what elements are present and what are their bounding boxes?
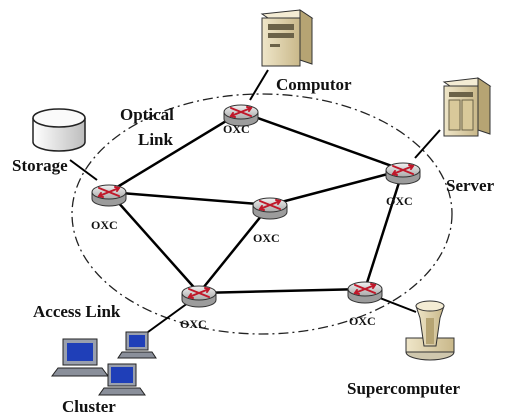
oxc-right-label: OXC — [386, 194, 413, 208]
server-icon — [442, 77, 492, 137]
oxc-bottom-left-router-icon — [181, 285, 217, 308]
optical-link-oxc-top-to-oxc-left — [108, 110, 242, 194]
cluster-monitor-3-icon — [98, 363, 146, 396]
optical-link-label-line1: Optical — [120, 105, 174, 124]
access-link-supercomputer — [379, 297, 417, 313]
oxc-right-router-icon — [385, 162, 421, 185]
oxc-center-router-icon — [252, 197, 288, 220]
access-link-computor — [249, 69, 269, 101]
cluster-monitor-2-icon — [117, 331, 157, 359]
oxc-bottom-right-router-icon — [347, 281, 383, 304]
optical-link-oxc-top-to-oxc-right — [240, 110, 404, 172]
optical-link-oxc-center-to-oxc-bottom-left — [198, 204, 271, 294]
optical-link-label-line2: Link — [138, 130, 174, 149]
oxc-bottom-left-label: OXC — [180, 317, 207, 331]
access-link-server — [414, 129, 441, 159]
oxc-top-label: OXC — [223, 122, 250, 136]
oxc-left-label: OXC — [91, 218, 118, 232]
oxc-routers — [91, 104, 421, 308]
storage-label: Storage — [12, 156, 68, 175]
optical-link-oxc-left-to-oxc-center — [108, 190, 271, 207]
optical-link-oxc-left-to-oxc-bottom-left — [108, 191, 200, 294]
supercomputer-label: Supercomputer — [347, 379, 460, 398]
server-label: Server — [446, 176, 495, 195]
oxc-bottom-right-label: OXC — [349, 314, 376, 328]
computor-label: Computor — [276, 75, 352, 94]
oxc-labels: OXC OXC OXC OXC OXC OXC — [91, 122, 413, 331]
supercomputer-icon — [405, 300, 455, 361]
optical-link-oxc-right-to-oxc-bottom-right — [363, 169, 405, 290]
oxc-top-router-icon — [223, 104, 259, 127]
optical-link-oxc-bottom-left-to-oxc-bottom-right — [198, 287, 366, 295]
storage-icon — [32, 108, 86, 152]
oxc-left-router-icon — [91, 184, 127, 207]
optical-links — [108, 110, 405, 295]
cluster-monitor-1-icon — [51, 338, 109, 377]
access-link-cluster — [147, 299, 193, 333]
optical-link-oxc-center-to-oxc-right — [269, 168, 404, 207]
cluster-label: Cluster — [62, 397, 116, 416]
computor-icon — [260, 9, 314, 67]
access-link-label: Access Link — [33, 302, 121, 321]
optical-network-boundary — [71, 93, 453, 335]
oxc-center-label: OXC — [253, 231, 280, 245]
access-link-storage — [69, 159, 98, 181]
cluster-icon — [51, 331, 157, 396]
